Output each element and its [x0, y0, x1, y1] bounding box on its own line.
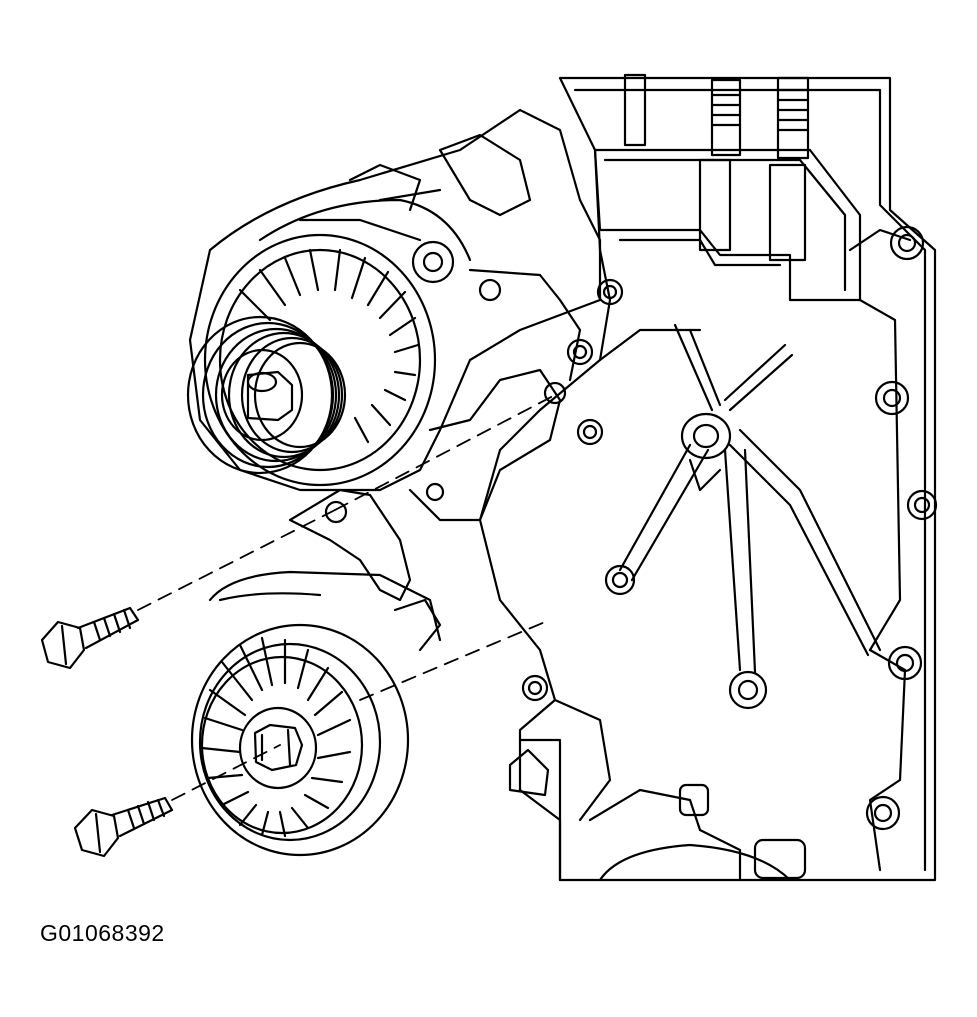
generator-pulley: [186, 315, 347, 475]
engine-front-cover: [478, 76, 937, 882]
figure-id-label: G01068392: [40, 920, 165, 946]
upper-mounting-bracket: [593, 73, 862, 302]
lower-crank-area: [588, 783, 807, 882]
holding-tool: [604, 323, 882, 710]
tensioner-bolt-lower: [73, 796, 174, 858]
cover-bolts: [508, 225, 938, 831]
generator: [188, 108, 602, 522]
tensioner-bolt-upper: [40, 606, 140, 670]
alignment-lines: [137, 394, 556, 801]
drive-belt-tensioner: [190, 488, 442, 857]
